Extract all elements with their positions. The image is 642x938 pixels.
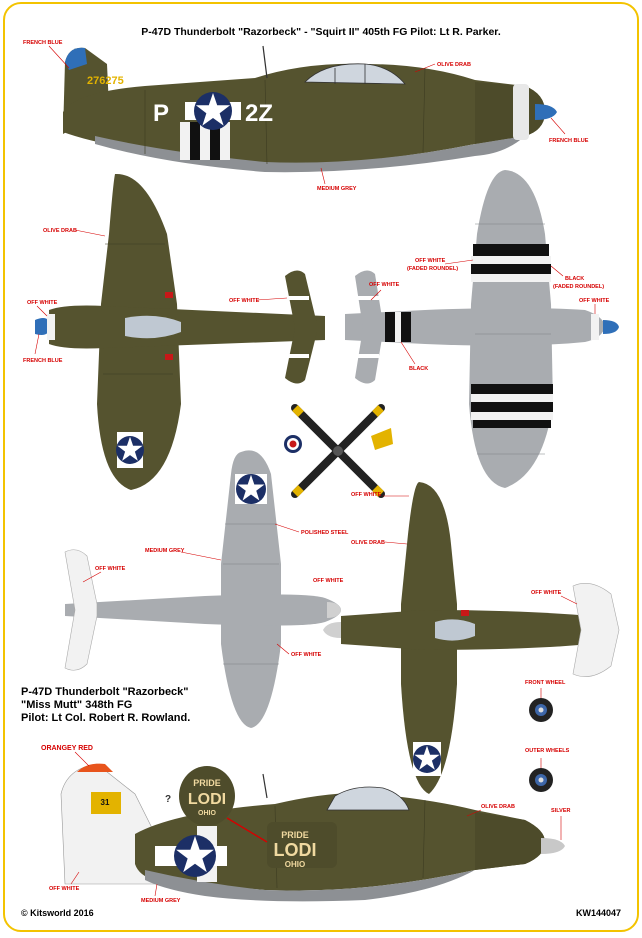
svg-text:FRENCH BLUE: FRENCH BLUE: [23, 358, 63, 364]
callout-front-wheel: FRONT WHEEL: [525, 680, 566, 686]
aircraft2-title-line3: Pilot: Lt Col. Robert R. Rowland.: [21, 712, 191, 724]
tail-number: 31: [101, 798, 110, 807]
svg-text:MEDIUM GREY: MEDIUM GREY: [145, 548, 185, 554]
aircraft1-top-view: [35, 173, 325, 490]
svg-text:OFF WHITE: OFF WHITE: [229, 298, 260, 304]
aircraft1-side-view: P 2Z 276275: [63, 45, 557, 173]
aircraft2-side-callouts: ORANGEY RED OLIVE DRAB SILVER OFF WHITE …: [41, 745, 570, 904]
aircraft1-callouts: FRENCH BLUE OLIVE DRAB FRENCH BLUE MEDIU…: [23, 40, 589, 192]
code-right: 2Z: [245, 100, 273, 127]
svg-text:(FADED ROUNDEL): (FADED ROUNDEL): [407, 266, 458, 272]
svg-text:OFF WHITE: OFF WHITE: [291, 652, 322, 658]
svg-text:BLACK: BLACK: [409, 366, 428, 372]
svg-text:BLACK: BLACK: [565, 276, 584, 282]
aircraft2-title: P-47D Thunderbolt "Razorbeck" "Miss Mutt…: [21, 686, 190, 725]
aircraft2-title-line1: P-47D Thunderbolt "Razorbeck": [21, 686, 189, 698]
svg-text:OFF WHITE: OFF WHITE: [27, 300, 58, 306]
svg-text:OFF WHITE: OFF WHITE: [415, 258, 446, 264]
svg-text:OLIVE DRAB: OLIVE DRAB: [43, 228, 77, 234]
svg-text:OFF WHITE: OFF WHITE: [579, 298, 610, 304]
aircraft2-title-line2: "Miss Mutt" 348th FG: [21, 699, 133, 711]
callout-medium-grey: MEDIUM GREY: [317, 186, 357, 192]
svg-text:(FADED ROUNDEL): (FADED ROUNDEL): [553, 284, 604, 290]
svg-text:OFF WHITE: OFF WHITE: [531, 590, 562, 596]
aircraft2-bottom-view: [64, 450, 341, 728]
svg-text:LODI: LODI: [188, 791, 226, 808]
sheet-code: KW144047: [575, 908, 621, 918]
svg-text:OLIVE DRAB: OLIVE DRAB: [351, 540, 385, 546]
aircraft2-top-view: [323, 482, 620, 794]
aircraft1-bottom-view: [345, 170, 619, 488]
wheel-decals: FRONT WHEEL OUTER WHEELS: [525, 680, 570, 792]
plan-view-callouts: OLIVE DRAB OFF WHITE FRENCH BLUE OFF WHI…: [23, 228, 610, 372]
sheet-title: P-47D Thunderbolt "Razorbeck" - "Squirt …: [141, 26, 501, 38]
callout-outer-wheels: OUTER WHEELS: [525, 748, 570, 754]
copyright: © Kitsworld 2016: [21, 908, 94, 918]
propeller-decal: [291, 404, 393, 498]
nose-art-decal: PRIDE LODI OHIO ?: [165, 766, 268, 843]
unit-badge: [284, 435, 302, 453]
artwork: P 2Z 276275 FRENCH BLUE OLIVE DRAB FRENC…: [23, 40, 620, 904]
aircraft2-callouts: MEDIUM GREY POLISHED STEEL OFF WHITE OFF…: [82, 492, 578, 658]
svg-text:SILVER: SILVER: [551, 808, 570, 814]
svg-text:MEDIUM GREY: MEDIUM GREY: [141, 898, 181, 904]
svg-text:POLISHED STEEL: POLISHED STEEL: [301, 530, 349, 536]
svg-text:OHIO: OHIO: [285, 860, 305, 869]
svg-text:OHIO: OHIO: [198, 810, 216, 817]
svg-text:OFF WHITE: OFF WHITE: [369, 282, 400, 288]
question-mark: ?: [165, 794, 171, 805]
svg-text:PRIDE: PRIDE: [281, 830, 309, 840]
serial-number: 276275: [87, 75, 124, 87]
svg-text:OLIVE DRAB: OLIVE DRAB: [481, 804, 515, 810]
code-left: P: [153, 100, 169, 127]
french-blue-tail: [65, 47, 87, 70]
aircraft2-side-view: 31 PRIDE LODI OHIO: [60, 763, 565, 902]
callout-olive-drab: OLIVE DRAB: [437, 62, 471, 68]
svg-text:PRIDE: PRIDE: [193, 778, 221, 788]
svg-text:OFF WHITE: OFF WHITE: [49, 886, 80, 892]
svg-text:OFF WHITE: OFF WHITE: [313, 578, 344, 584]
svg-text:LODI: LODI: [274, 840, 317, 860]
callout-orangey-red: ORANGEY RED: [41, 745, 93, 752]
svg-text:OFF WHITE: OFF WHITE: [95, 566, 126, 572]
decal-sheet: P-47D Thunderbolt "Razorbeck" - "Squirt …: [3, 2, 639, 932]
callout-french-blue-nose: FRENCH BLUE: [549, 138, 589, 144]
callout-french-blue-tail: FRENCH BLUE: [23, 40, 63, 46]
svg-text:OFF WHITE: OFF WHITE: [351, 492, 382, 498]
